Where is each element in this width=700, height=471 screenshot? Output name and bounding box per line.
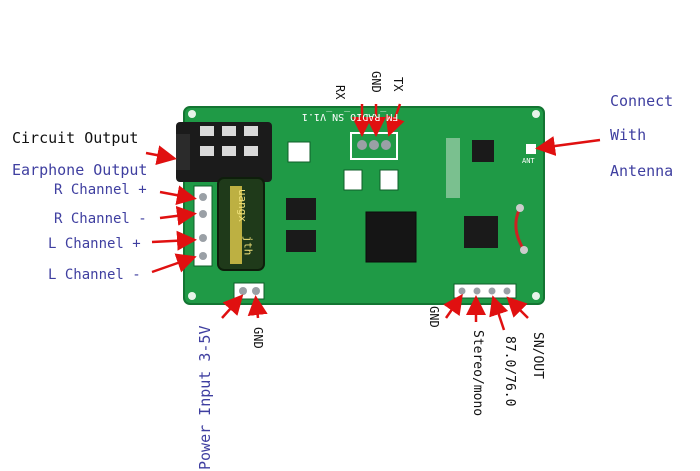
label-freq-band: 87.0/76.0 bbox=[502, 336, 517, 407]
antenna-pad-label: ANT bbox=[522, 157, 535, 165]
arrow bbox=[506, 296, 529, 319]
arrow bbox=[489, 295, 509, 331]
small-component bbox=[343, 169, 363, 191]
label-l-channel-minus: L Channel - bbox=[48, 267, 141, 283]
arrow bbox=[443, 293, 463, 319]
label-circuit-output: Circuit Output bbox=[12, 129, 139, 147]
arrow bbox=[151, 230, 197, 251]
capacitor-text: uangx bbox=[236, 188, 250, 223]
label-stereo-mono: Stereo/mono bbox=[470, 330, 485, 417]
small-component bbox=[287, 141, 311, 163]
arrow bbox=[145, 145, 177, 165]
board-silkscreen: FM_RADIO_SN_V1.1 bbox=[302, 111, 399, 122]
label-power-input: Power Input 3-5V bbox=[196, 325, 214, 471]
label-gnd-top: GND bbox=[369, 71, 383, 93]
arrow bbox=[221, 294, 244, 319]
arrow bbox=[535, 136, 601, 156]
label-rx: RX bbox=[333, 85, 347, 100]
audio-jack-front bbox=[176, 134, 190, 170]
left-pin-header bbox=[193, 185, 213, 267]
label-r-channel-plus: R Channel + bbox=[54, 182, 147, 198]
mount-hole bbox=[532, 110, 540, 118]
label-gnd-bottom: GND bbox=[427, 306, 441, 328]
label-tx: TX bbox=[391, 77, 405, 92]
arrow bbox=[247, 295, 268, 319]
label-r-channel-minus: R Channel - bbox=[54, 211, 147, 227]
label-antenna: Antenna bbox=[610, 162, 674, 180]
arrow bbox=[159, 205, 197, 226]
ic-chip bbox=[464, 216, 498, 248]
label-gnd-power: GND bbox=[251, 327, 265, 349]
mount-hole bbox=[188, 292, 196, 300]
label-sn-out: SN/OUT bbox=[530, 332, 545, 379]
ic-chip bbox=[286, 198, 316, 220]
ic-chip bbox=[472, 140, 494, 162]
arrow bbox=[385, 103, 405, 137]
label-connect: Connect bbox=[610, 92, 674, 110]
mount-hole bbox=[532, 292, 540, 300]
small-component bbox=[379, 169, 399, 191]
label-with: With bbox=[610, 126, 647, 144]
ic-chip bbox=[286, 230, 316, 252]
label-l-channel-plus: L Channel + bbox=[48, 236, 141, 252]
capacitor-text-2: jth bbox=[241, 235, 255, 256]
arrow bbox=[151, 253, 197, 274]
antenna-pad bbox=[526, 144, 536, 154]
main-chip bbox=[365, 211, 417, 263]
mount-hole bbox=[188, 110, 196, 118]
label-earphone-output: Earphone Output bbox=[12, 161, 148, 179]
arrow bbox=[159, 185, 197, 206]
